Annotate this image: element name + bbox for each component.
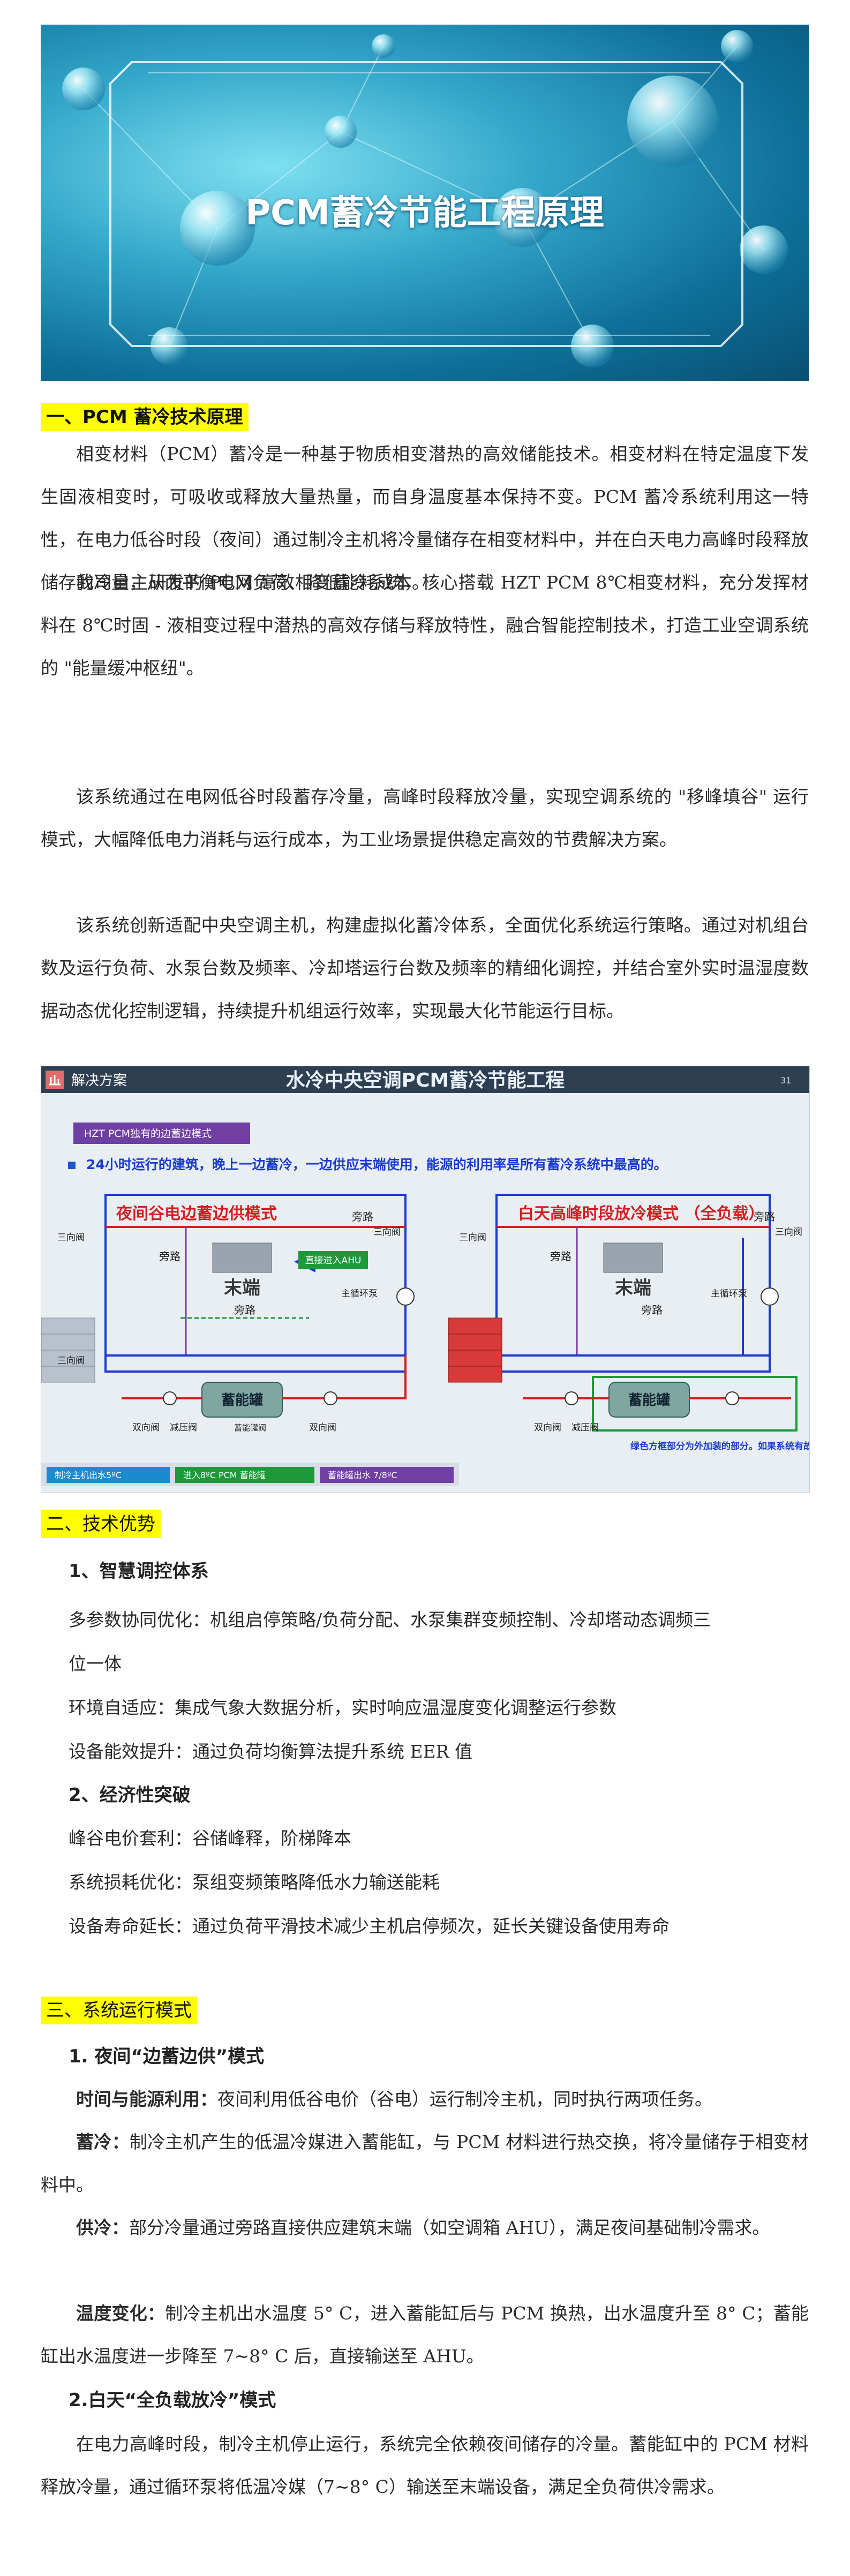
right-bidir-label: 双向阀 bbox=[534, 1422, 561, 1433]
left-bidir-label: 双向阀 bbox=[132, 1422, 160, 1433]
diagram-page-number: 31 bbox=[780, 1075, 791, 1086]
advantage-multiparam: 多参数协同优化：机组启停策略/负荷分配、水泵集群变频控制、冷却塔动态调频三 bbox=[69, 1609, 711, 1630]
diagram-header-bar bbox=[41, 1066, 809, 1093]
left-threeway-label-3: 三向阀 bbox=[373, 1227, 401, 1238]
right-tank-label: 蓄能罐 bbox=[628, 1392, 670, 1408]
paragraph-virtual-storage: 该系统创新适配中央空调主机，构建虚拟化蓄冷体系，全面优化系统运行策略。通过对机组… bbox=[41, 915, 809, 1021]
left-bypass-label-3: 旁路 bbox=[234, 1304, 255, 1316]
legend-tank-out: 蓄能罐出水 7/8ºC bbox=[328, 1470, 397, 1480]
subheading-economy: 2、经济性突破 bbox=[69, 1784, 191, 1806]
diagram-header-title: 水冷中央空调PCM蓄冷节能工程 bbox=[286, 1069, 565, 1091]
right-mainloop-label: 主循环泵 bbox=[711, 1289, 747, 1299]
advantage-env-adaptive: 环境自适应：集成气象大数据分析，实时响应温湿度变化调整运行参数 bbox=[69, 1697, 616, 1718]
paragraph-peak-shift: 该系统通过在电网低谷时段蓄存冷量，高峰时段释放冷量，实现空调系统的 "移峰填谷"… bbox=[41, 786, 809, 850]
left-relief-label: 减压阀 bbox=[170, 1422, 197, 1433]
right-bypass-label-3: 旁路 bbox=[641, 1304, 663, 1316]
paragraph-hzt-system: 我司自主研发的 PCM 高效相变蓄冷系统，核心搭载 HZT PCM 8℃相变材料… bbox=[41, 572, 809, 679]
left-mode-title: 夜间谷电边蓄边供模式 bbox=[116, 1204, 277, 1223]
advantage-lifespan: 设备寿命延长：通过负荷平滑技术减少主机启停频次，延长关键设备使用寿命 bbox=[69, 1916, 670, 1937]
advantage-peak-valley: 峰谷电价套利：谷储峰释，阶梯降本 bbox=[69, 1828, 351, 1849]
subheading-smart-control: 1、智慧调控体系 bbox=[69, 1561, 209, 1582]
right-threeway-label: 三向阀 bbox=[459, 1232, 486, 1243]
diagram-mode-tag: HZT PCM独有的边蓄边模式 bbox=[84, 1128, 212, 1140]
mode-night-temp: 温度变化：制冷主机出水温度 5° C，进入蓄能缸后与 PCM 换热，出水温度升至… bbox=[41, 2303, 809, 2367]
left-tank-label: 蓄能罐 bbox=[221, 1392, 263, 1408]
right-terminal-label: 末端 bbox=[615, 1277, 651, 1299]
left-bidir-label-2: 双向阀 bbox=[309, 1422, 336, 1433]
advantage-multiparam-cont: 位一体 bbox=[69, 1653, 122, 1674]
left-threeway-label: 三向阀 bbox=[57, 1232, 85, 1243]
paragraph-pcm-intro: 相变材料（PCM）蓄冷是一种基于物质相变潜热的高效储能技术。相变材料在特定温度下… bbox=[41, 443, 809, 593]
right-threeway-label-2: 三向阀 bbox=[775, 1227, 802, 1238]
diagram-canvas: 解决方案 水冷中央空调PCM蓄冷节能工程 31 HZT PCM独有的边蓄边模式 … bbox=[41, 1066, 809, 1486]
section-heading-advantages: 二、技术优势 bbox=[41, 1510, 161, 1538]
system-diagram: 解决方案 水冷中央空调PCM蓄冷节能工程 31 HZT PCM独有的边蓄边模式 … bbox=[41, 1066, 810, 1493]
header-banner: PCM蓄冷节能工程原理 bbox=[41, 25, 809, 381]
direct-ahu-box bbox=[298, 1251, 368, 1269]
section-heading-principle: 一、PCM 蓄冷技术原理 bbox=[41, 403, 249, 431]
bullet-icon bbox=[68, 1162, 76, 1169]
mode-day-heading: 2.白天“全负载放冷”模式 bbox=[69, 2390, 276, 2411]
left-bypass-label-2: 旁路 bbox=[159, 1250, 180, 1263]
direct-ahu-label: 直接进入AHU bbox=[305, 1255, 362, 1266]
left-tank-valve-label: 蓄能罐阀 bbox=[234, 1423, 266, 1433]
left-terminal-label: 末端 bbox=[224, 1277, 260, 1299]
left-bypass-label: 旁路 bbox=[352, 1210, 373, 1223]
right-mode-title: 白天高峰时段放冷模式 （全负载） bbox=[518, 1204, 764, 1223]
section-heading-modes: 三、系统运行模式 bbox=[41, 1997, 197, 2024]
storage-tank-left bbox=[201, 1382, 283, 1418]
advantage-loss-opt: 系统损耗优化：泵组变频策略降低水力输送能耗 bbox=[69, 1872, 440, 1893]
diagram-bullet-text: 24小时运行的建筑，晚上一边蓄冷，一边供应末端使用，能源的利用率是所有蓄冷系统中… bbox=[86, 1157, 667, 1172]
mode-night-store: 蓄冷：制冷主机产生的低温冷媒进入蓄能缸，与 PCM 材料进行热交换，将冷量储存于… bbox=[41, 2131, 809, 2195]
added-retrofit-box bbox=[592, 1376, 798, 1432]
terminal-unit-left bbox=[212, 1242, 272, 1273]
right-relief-label: 减压阀 bbox=[571, 1422, 599, 1433]
mode-day-desc: 在电力高峰时段，制冷主机停止运行，系统完全依赖夜间储存的冷量。蓄能缸中的 PCM… bbox=[41, 2434, 809, 2497]
mode-night-time: 时间与能源利用：夜间利用低谷电价（谷电）运行制冷主机，同时执行两项任务。 bbox=[76, 2089, 712, 2110]
diagram-mode-tag-bg bbox=[73, 1123, 250, 1144]
legend-chiller-out: 制冷主机出水5ºC bbox=[55, 1470, 122, 1480]
mode-night-heading: 1. 夜间“边蓄边供”模式 bbox=[69, 2046, 265, 2067]
diagram-note: 绿色方框部分为外加装的部分。如果系统有故障，PLC系统会立即切换到原来系统的。不… bbox=[630, 1441, 809, 1452]
legend-pcm-in: 进入8ºC PCM 蓄能罐 bbox=[183, 1470, 266, 1480]
right-bypass-label: 旁路 bbox=[754, 1210, 775, 1223]
diagram-header-left: 解决方案 bbox=[71, 1073, 127, 1089]
left-threeway-label-2: 三向阀 bbox=[57, 1355, 85, 1366]
molecule-background bbox=[62, 30, 788, 367]
terminal-unit-right bbox=[603, 1242, 663, 1273]
left-mainloop-label: 主循环泵 bbox=[341, 1289, 378, 1299]
right-bypass-label-2: 旁路 bbox=[550, 1250, 571, 1263]
page-title: PCM蓄冷节能工程原理 bbox=[245, 193, 604, 233]
storage-tank-right bbox=[608, 1382, 690, 1418]
mode-night-supply: 供冷：部分冷量通过旁路直接供应建筑末端（如空调箱 AHU），满足夜间基础制冷需求… bbox=[76, 2217, 770, 2238]
advantage-efficiency: 设备能效提升：通过负荷均衡算法提升系统 EER 值 bbox=[69, 1741, 473, 1762]
